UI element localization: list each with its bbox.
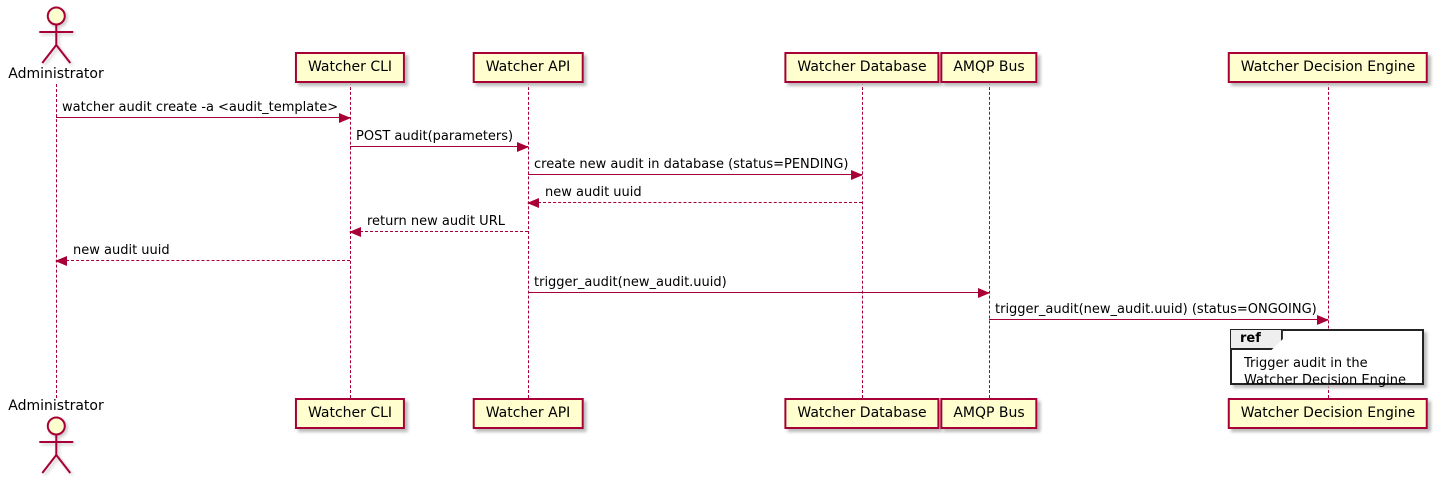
actor-administrator-top: Administrator xyxy=(8,5,104,82)
message-line xyxy=(989,319,1328,320)
message-trigger-audit: trigger_audit(new_audit.uuid) xyxy=(528,274,990,298)
lifeline-watcher-database xyxy=(862,82,863,398)
message-label: new audit uuid xyxy=(73,243,170,258)
participant-watcher-api-bottom: Watcher API xyxy=(472,398,584,429)
message-audit-create: watcher audit create -a <audit_template> xyxy=(56,99,351,123)
message-line xyxy=(528,202,862,203)
arrowhead-icon xyxy=(339,113,351,123)
message-line xyxy=(528,174,862,175)
message-new-audit-uuid-cli: new audit uuid xyxy=(55,242,350,266)
participant-amqp-bus-top: AMQP Bus xyxy=(940,52,1038,83)
lifeline-watcher-api xyxy=(528,82,529,398)
participant-watcher-database-top: Watcher Database xyxy=(784,52,940,83)
participant-watcher-decision-engine-bottom: Watcher Decision Engine xyxy=(1227,398,1429,429)
ref-body: Trigger audit in the Watcher Decision En… xyxy=(1232,331,1422,393)
message-label: POST audit(parameters) xyxy=(356,129,514,144)
actor-administrator-bottom: Administrator xyxy=(8,398,104,475)
lifeline-watcher-cli xyxy=(350,82,351,398)
actor-label: Administrator xyxy=(8,66,104,82)
message-label: create new audit in database (status=PEN… xyxy=(534,157,849,172)
message-new-audit-uuid-db: new audit uuid xyxy=(527,184,862,208)
message-label: new audit uuid xyxy=(545,185,642,200)
ref-text-line: Trigger audit in the xyxy=(1244,356,1368,371)
message-label: watcher audit create -a <audit_template> xyxy=(62,100,339,115)
ref-text-line: Watcher Decision Engine xyxy=(1244,373,1406,388)
lifeline-amqp-bus xyxy=(989,82,990,398)
participant-watcher-database-bottom: Watcher Database xyxy=(784,398,940,429)
arrowhead-icon xyxy=(851,170,863,180)
arrowhead-icon xyxy=(978,288,990,298)
arrowhead-icon xyxy=(517,142,529,152)
lifeline-watcher-decision-engine xyxy=(1328,82,1329,398)
actor-icon xyxy=(39,6,73,64)
arrowhead-icon xyxy=(527,198,539,208)
message-line xyxy=(56,117,350,118)
message-line xyxy=(350,146,528,147)
message-return-audit-url: return new audit URL xyxy=(349,213,528,237)
participant-watcher-api-top: Watcher API xyxy=(472,52,584,83)
arrowhead-icon xyxy=(55,256,67,266)
message-create-audit-db: create new audit in database (status=PEN… xyxy=(528,156,863,180)
actor-icon xyxy=(39,416,73,474)
message-label: trigger_audit(new_audit.uuid) xyxy=(534,275,727,290)
actor-label: Administrator xyxy=(8,398,104,414)
message-label: trigger_audit(new_audit.uuid) (status=ON… xyxy=(995,302,1317,317)
participant-amqp-bus-bottom: AMQP Bus xyxy=(940,398,1038,429)
participant-watcher-cli-top: Watcher CLI xyxy=(294,52,406,83)
message-trigger-audit-ongoing: trigger_audit(new_audit.uuid) (status=ON… xyxy=(989,301,1329,325)
arrowhead-icon xyxy=(1317,315,1329,325)
message-line xyxy=(56,260,350,261)
message-line xyxy=(528,292,989,293)
ref-frame: ref Trigger audit in the Watcher Decisio… xyxy=(1230,329,1424,388)
lifeline-administrator xyxy=(56,84,57,398)
participant-watcher-decision-engine-top: Watcher Decision Engine xyxy=(1227,52,1429,83)
arrowhead-icon xyxy=(349,227,361,237)
participant-watcher-cli-bottom: Watcher CLI xyxy=(294,398,406,429)
message-post-audit: POST audit(parameters) xyxy=(350,128,529,152)
message-line xyxy=(350,231,528,232)
message-label: return new audit URL xyxy=(367,214,505,229)
